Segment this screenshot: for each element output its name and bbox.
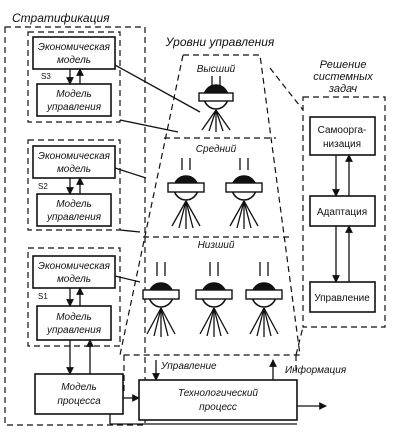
tech-process-label-b: процесс — [199, 402, 237, 413]
self-organization-label-a: Самоорга- — [318, 125, 367, 136]
control-task-box — [309, 281, 376, 313]
control-model-label-3a: Модель — [56, 89, 92, 100]
link-strata3-highest-b — [119, 119, 179, 133]
adaptation-label: Адаптация — [317, 207, 367, 218]
level-highest-label: Высший — [197, 64, 236, 75]
strata-frame-2 — [27, 139, 121, 231]
control-model-label-3b: управления — [46, 102, 102, 113]
control-levels-trapezoid — [119, 54, 301, 356]
link-tasks-bottom — [295, 326, 304, 356]
economic-model-label-3b: модель — [57, 55, 91, 66]
link-strata2-middle-b — [119, 229, 141, 233]
stratification-title: Стратификация — [12, 11, 110, 25]
economic-model-label-3a: Экономическая — [38, 42, 111, 53]
lowest-node-left — [142, 262, 180, 337]
self-organization-label-b: низация — [323, 139, 361, 150]
level-lowest-label: Низший — [198, 240, 235, 251]
tech-process-label-a: Технологический — [178, 388, 258, 399]
process-model-box — [34, 373, 124, 415]
system-tasks-title-c: задач — [328, 83, 358, 95]
control-levels-title: Уровни управления — [165, 35, 275, 49]
control-task-label: Управление — [314, 293, 370, 304]
s2-label: S2 — [38, 182, 48, 191]
process-model-label-a: Модель — [61, 382, 97, 393]
link-strata2-middle — [114, 167, 147, 179]
self-organization-box — [309, 116, 376, 156]
system-tasks-frame — [302, 96, 386, 328]
economic-model-label-1b: модель — [57, 274, 91, 285]
strata-frame-1 — [27, 247, 121, 347]
adaptation-box — [309, 195, 376, 227]
economic-model-box-2 — [32, 145, 116, 179]
level-middle-label: Средний — [196, 144, 237, 155]
control-model-label-1a: Модель — [56, 312, 92, 323]
control-model-label-1b: управления — [46, 325, 102, 336]
lowest-node-center — [195, 262, 233, 337]
economic-model-box-3 — [32, 36, 116, 70]
system-tasks-title-b: системных — [313, 71, 373, 83]
economic-model-box-1 — [32, 255, 116, 289]
technological-process-box — [138, 379, 298, 421]
control-model-label-2b: управления — [46, 212, 102, 223]
stratification-frame — [4, 26, 146, 426]
control-flow-label: Управление — [160, 361, 217, 372]
control-model-box-2 — [36, 193, 112, 227]
s1-label: S1 — [38, 292, 48, 301]
economic-model-label-2a: Экономическая — [38, 151, 111, 162]
link-strata1-lowest — [114, 275, 141, 283]
economic-model-label-1a: Экономическая — [38, 261, 111, 272]
middle-node-right — [225, 158, 263, 229]
link-strata3-highest — [114, 64, 201, 113]
middle-node-left — [167, 158, 205, 229]
link-tasks-top — [269, 67, 304, 111]
highest-node — [198, 76, 234, 132]
information-flow-label: Информация — [285, 364, 347, 376]
control-model-box-1 — [36, 305, 112, 341]
process-model-label-b: процесса — [57, 396, 101, 407]
lowest-node-right — [245, 262, 283, 337]
strata-frame-3 — [27, 31, 121, 123]
s3-label: S3 — [41, 72, 51, 81]
system-tasks-title-a: Решение — [320, 59, 367, 71]
control-model-label-2a: Модель — [56, 199, 92, 210]
control-model-box-3 — [36, 83, 112, 117]
economic-model-label-2b: модель — [57, 164, 91, 175]
